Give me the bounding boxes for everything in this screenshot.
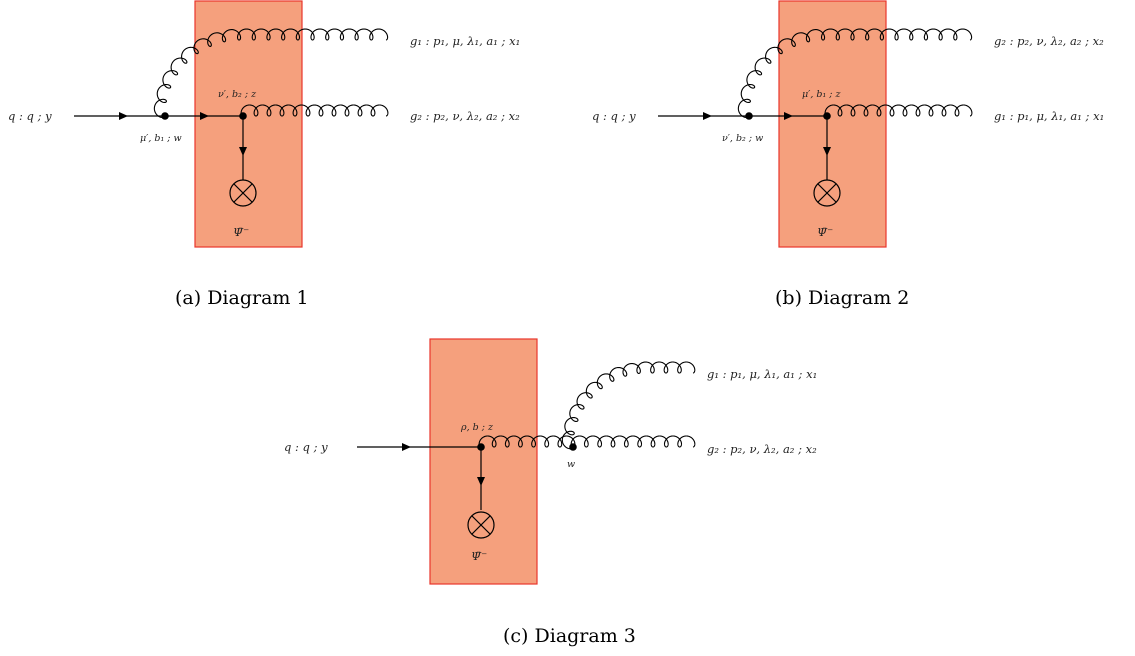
source-operator-label: Ψ̄⁻ bbox=[471, 549, 487, 563]
vertex-dot bbox=[477, 443, 485, 451]
diagram-a: q : q ; y μ′, b₁ ; w ν′, b₂ ; z g₁ : p₁,… bbox=[8, 0, 520, 309]
outgoing-upper-label: g₂ : p₂, ν, λ₂, a₂ ; x₂ bbox=[994, 34, 1104, 48]
arrow-icon bbox=[823, 147, 831, 156]
outgoing-upper-label: g₁ : p₁, μ, λ₁, a₁ ; x₁ bbox=[410, 34, 520, 48]
vertex-dot bbox=[161, 112, 169, 120]
gluon-straight-c bbox=[570, 435, 696, 448]
outgoing-lower-label: g₁ : p₁, μ, λ₁, a₁ ; x₁ bbox=[994, 109, 1104, 123]
outgoing-lower-label: g₂ : p₂, ν, λ₂, a₂ ; x₂ bbox=[707, 442, 817, 456]
arrow-icon bbox=[703, 112, 712, 120]
vertex1-label: μ′, b₁ ; w bbox=[140, 133, 182, 144]
gluon-curved-c bbox=[561, 361, 696, 450]
gluon-straight-b bbox=[824, 104, 973, 117]
arrow-icon bbox=[784, 112, 793, 120]
incoming-label: q : q ; y bbox=[284, 440, 328, 454]
diagram-b: q : q ; y ν′, b₂ ; w μ′, b₁ ; z g₂ : p₂,… bbox=[592, 0, 1104, 309]
operator-source-icon bbox=[229, 179, 257, 207]
vertex2-label: μ′, b₁ ; z bbox=[802, 89, 842, 100]
arrow-icon bbox=[477, 477, 485, 486]
source-operator-label: Ψ̄⁻ bbox=[233, 225, 249, 239]
operator-source-icon bbox=[467, 511, 495, 539]
vertex2-label: ν′, b₂ ; z bbox=[218, 89, 257, 100]
outgoing-lower-label: g₂ : p₂, ν, λ₂, a₂ ; x₂ bbox=[410, 109, 520, 123]
arrow-icon bbox=[239, 147, 247, 156]
gluon-internal-c bbox=[478, 435, 576, 448]
source-operator-label: Ψ̄⁻ bbox=[817, 225, 833, 239]
vertex-dot bbox=[745, 112, 753, 120]
caption-c: (c) Diagram 3 bbox=[503, 625, 636, 647]
vertex-dot bbox=[823, 112, 831, 120]
caption-b: (b) Diagram 2 bbox=[775, 287, 909, 309]
vertex1-label: ρ, b ; z bbox=[460, 422, 494, 433]
vertex2-label: w bbox=[567, 459, 575, 470]
incoming-label: q : q ; y bbox=[592, 109, 636, 123]
gluon-curved-b bbox=[737, 28, 973, 119]
vertex-dot bbox=[569, 443, 577, 451]
operator-source-icon bbox=[813, 179, 841, 207]
vertex-dot bbox=[239, 112, 247, 120]
incoming-label: q : q ; y bbox=[8, 109, 52, 123]
outgoing-upper-label: g₁ : p₁, μ, λ₁, a₁ ; x₁ bbox=[707, 367, 817, 381]
caption-a: (a) Diagram 1 bbox=[175, 287, 309, 309]
arrow-icon bbox=[200, 112, 209, 120]
gluon-straight-a bbox=[240, 104, 389, 117]
shaded-region-c bbox=[429, 338, 538, 585]
gluon-curved-a bbox=[153, 28, 389, 119]
arrow-icon bbox=[402, 443, 411, 451]
arrow-icon bbox=[119, 112, 128, 120]
diagram-c: q : q ; y ρ, b ; z w g₁ : p₁, μ, λ₁, a₁ … bbox=[284, 338, 817, 647]
shaded-region-a bbox=[194, 0, 303, 248]
vertex1-label: ν′, b₂ ; w bbox=[722, 133, 763, 144]
shaded-region-b bbox=[778, 0, 887, 248]
